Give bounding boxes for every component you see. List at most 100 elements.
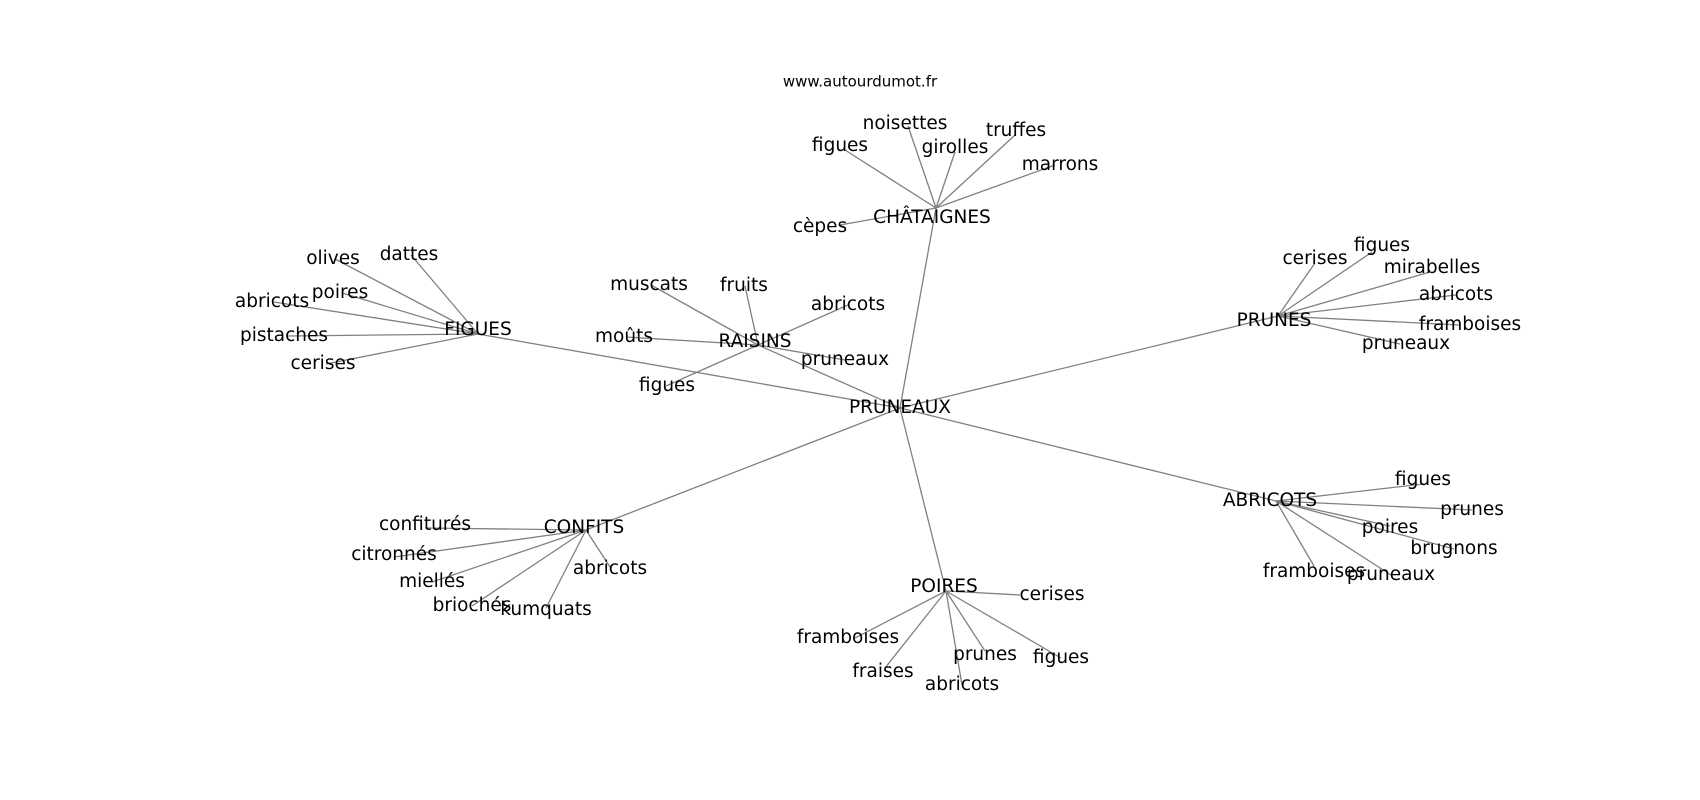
edge-hub-to-leaf [1277,294,1457,317]
leaf-node: brugnons [1410,538,1497,559]
leaf-node: abricots [1419,284,1493,305]
edge-hub-to-leaf [410,254,479,335]
hub-node: CHÂTAIGNES [873,206,991,228]
edge-center-to-hub [757,344,901,409]
edge-hub-to-leaf [1275,500,1391,527]
hub-node: ABRICOTS [1223,490,1317,511]
leaf-node: miellés [399,571,465,592]
edge-hub-to-leaf [839,207,937,226]
leaf-node: abricots [573,558,647,579]
edge-hub-to-leaf [1277,251,1373,317]
leaf-node: briochés [433,595,512,616]
leaf-node: olives [306,248,360,269]
edge-hub-to-leaf [945,590,1021,596]
edge-hub-to-leaf [945,590,986,652]
leaf-node: pruneaux [1347,564,1435,585]
edge-hub-to-leaf [325,333,479,365]
leaf-node: figues [1395,469,1451,490]
edge-hub-to-leaf [273,301,479,335]
edge-hub-to-leaf [424,527,587,531]
leaf-node: cerises [1283,248,1348,269]
edge-hub-to-leaf [1275,500,1392,576]
edge-hub-to-leaf [1277,315,1401,345]
center-node: PRUNEAUX [849,397,951,418]
graph-edges [273,125,1473,686]
leaf-node: fraises [852,661,913,682]
leaf-node: framboises [1419,314,1521,335]
edge-hub-to-leaf [945,590,1062,659]
leaf-node: pruneaux [801,349,889,370]
leaf-node: citronnés [351,544,437,565]
edge-hub-to-leaf [935,164,1056,209]
edge-hub-to-leaf [884,590,947,669]
leaf-node: truffes [986,120,1046,141]
hub-node: POIRES [910,576,977,597]
leaf-node: figues [639,375,695,396]
leaf-node: marrons [1022,154,1099,175]
leaf-node: abricots [235,291,309,312]
edge-center-to-hub [899,207,937,409]
edge-center-to-hub [585,407,901,531]
leaf-node: pistaches [240,325,328,346]
edge-center-to-hub [477,333,901,409]
edge-hub-to-leaf [854,590,947,639]
leaf-node: framboises [1263,561,1365,582]
leaf-node: figues [1033,647,1089,668]
edge-hub-to-leaf [334,258,479,335]
leaf-node: poires [312,282,368,303]
leaf-node: figues [1354,235,1410,256]
edge-hub-to-leaf [431,529,587,583]
edge-hub-to-leaf [907,125,937,209]
hub-node: CONFITS [544,517,624,538]
edge-hub-to-leaf [471,529,587,607]
edge-hub-to-leaf [1275,500,1315,567]
leaf-node: poires [1362,517,1418,538]
edge-hub-to-leaf [1275,483,1424,502]
hub-node: PRUNES [1237,310,1312,331]
leaf-node: dattes [380,244,439,265]
leaf-node: confiturés [379,514,471,535]
leaf-node: framboises [797,627,899,648]
edge-hub-to-leaf [935,134,1016,209]
leaf-node: kumquats [500,599,592,620]
edge-hub-to-leaf [1277,271,1431,317]
leaf-node: pruneaux [1362,333,1450,354]
edge-hub-to-leaf [286,333,479,337]
edge-hub-to-leaf [393,529,587,558]
edge-hub-to-leaf [585,529,611,568]
edge-hub-to-leaf [650,284,759,346]
edge-hub-to-leaf [665,344,759,387]
leaf-node: mirabelles [1384,257,1481,278]
leaf-node: prunes [1440,499,1504,520]
edge-center-to-hub [899,407,1277,502]
edge-hub-to-leaf [341,292,479,335]
hub-node: FIGUES [444,319,511,340]
leaf-node: abricots [925,674,999,695]
leaf-node: muscats [610,274,688,295]
edge-hub-to-leaf [1277,262,1316,317]
edge-hub-to-leaf [545,529,587,609]
leaf-node: cerises [291,353,356,374]
edge-hub-to-leaf [945,590,963,686]
leaf-node: girolles [922,137,989,158]
edge-hub-to-leaf [757,304,849,346]
leaf-node: fruits [720,275,768,296]
leaf-node: cerises [1020,584,1085,605]
edge-hub-to-leaf [1275,500,1455,550]
leaf-node: moûts [595,326,653,347]
edge-center-to-hub [899,315,1279,409]
edge-hub-to-leaf [757,344,846,361]
leaf-node: prunes [953,644,1017,665]
source-label: www.autourdumot.fr [783,73,938,91]
leaf-node: figues [812,135,868,156]
edge-hub-to-leaf [1275,500,1473,511]
edge-center-to-hub [899,407,947,592]
edge-hub-to-leaf [844,149,937,209]
leaf-node: cèpes [793,216,847,237]
edge-hub-to-leaf [1277,315,1461,326]
edge-hub-to-leaf [935,151,956,209]
leaf-node: abricots [811,294,885,315]
graph-labels: www.autourdumot.fr PRUNEAUX CHÂTAIGNES cèp… [235,73,1521,696]
edge-hub-to-leaf [625,336,759,346]
